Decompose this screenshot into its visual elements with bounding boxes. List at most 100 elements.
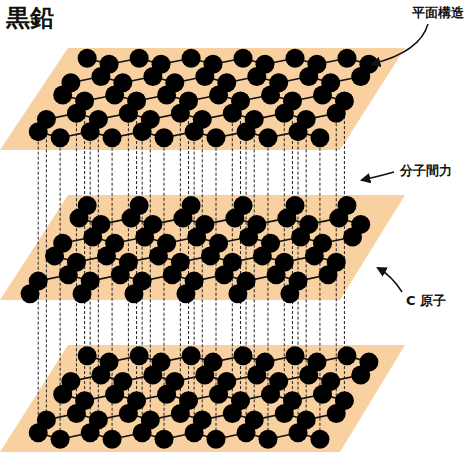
- carbon-atom: [51, 128, 70, 147]
- carbon-atom: [321, 372, 340, 391]
- carbon-atom: [337, 346, 356, 365]
- carbon-atom: [103, 128, 122, 147]
- carbon-atom: [258, 430, 277, 449]
- carbon-atom: [89, 410, 108, 429]
- carbon-atom: [165, 73, 184, 92]
- carbon-atom: [234, 346, 253, 365]
- carbon-atom: [135, 228, 154, 247]
- carbon-atom: [207, 430, 226, 449]
- carbon-atom: [45, 246, 64, 265]
- carbon-atom: [182, 346, 201, 365]
- carbon-atom: [207, 128, 226, 147]
- carbon-atom: [141, 110, 160, 129]
- carbon-atom: [173, 209, 192, 228]
- carbon-atom: [51, 430, 70, 449]
- carbon-atom: [152, 353, 171, 372]
- carbon-atom: [343, 228, 362, 247]
- carbon-atom: [155, 430, 174, 449]
- carbon-atom: [179, 391, 198, 410]
- carbon-atom: [127, 92, 146, 111]
- carbon-atom: [113, 372, 132, 391]
- carbon-atom: [277, 209, 296, 228]
- carbon-atom: [193, 410, 212, 429]
- leader-arrow: [372, 24, 428, 64]
- carbon-atom: [155, 128, 174, 147]
- carbon-atom: [310, 128, 329, 147]
- leader-arrow: [362, 172, 394, 180]
- callout-label: 分子間力: [398, 162, 454, 180]
- carbon-atom: [255, 55, 274, 74]
- carbon-atom: [130, 49, 149, 68]
- carbon-atom: [225, 209, 244, 228]
- carbon-atom: [283, 92, 302, 111]
- carbon-atom: [187, 228, 206, 247]
- carbon-atom: [100, 55, 119, 74]
- carbon-atom: [234, 49, 253, 68]
- carbon-atom: [217, 372, 236, 391]
- carbon-atom: [201, 246, 220, 265]
- carbon-atom: [75, 391, 94, 410]
- carbon-atom: [280, 284, 299, 303]
- carbon-atom: [329, 209, 348, 228]
- carbon-atom: [359, 353, 378, 372]
- carbon-atom: [121, 209, 140, 228]
- graphene-plane: [0, 48, 405, 150]
- carbon-atom: [163, 265, 182, 284]
- carbon-atom: [337, 49, 356, 68]
- carbon-atom: [37, 410, 56, 429]
- carbon-atom: [359, 55, 378, 74]
- carbon-atom: [310, 430, 329, 449]
- carbon-atom: [78, 346, 97, 365]
- carbon-atom: [113, 73, 132, 92]
- carbon-atom: [319, 265, 338, 284]
- carbon-atom: [286, 49, 305, 68]
- carbon-atom: [335, 92, 354, 111]
- carbon-atom: [239, 228, 258, 247]
- carbon-atom: [111, 265, 130, 284]
- carbon-atom: [193, 110, 212, 129]
- carbon-atom: [231, 92, 250, 111]
- carbon-atom: [283, 391, 302, 410]
- carbon-atom: [267, 265, 286, 284]
- carbon-atom: [305, 246, 324, 265]
- carbon-atom: [321, 73, 340, 92]
- carbon-atom: [297, 110, 316, 129]
- carbon-atom: [124, 284, 143, 303]
- carbon-atom: [182, 49, 201, 68]
- carbon-atom: [217, 73, 236, 92]
- carbon-atom: [204, 353, 223, 372]
- carbon-atom: [149, 246, 168, 265]
- carbon-atom: [21, 284, 40, 303]
- carbon-atom: [61, 372, 80, 391]
- carbon-atom: [215, 265, 234, 284]
- carbon-atom: [307, 55, 326, 74]
- carbon-atom: [37, 110, 56, 129]
- carbon-atom: [255, 353, 274, 372]
- carbon-atom: [253, 246, 272, 265]
- carbon-atom: [258, 128, 277, 147]
- carbon-atom: [179, 92, 198, 111]
- stacking-line: [46, 119, 47, 420]
- carbon-atom: [70, 209, 89, 228]
- carbon-atom: [269, 73, 288, 92]
- carbon-atom: [204, 55, 223, 74]
- carbon-atom: [335, 391, 354, 410]
- carbon-atom: [61, 73, 80, 92]
- carbon-atom: [176, 284, 195, 303]
- carbon-atom: [97, 246, 116, 265]
- callout-label: 平面構造: [410, 4, 466, 22]
- carbon-atom: [100, 353, 119, 372]
- carbon-atom: [291, 228, 310, 247]
- carbon-atom: [245, 110, 264, 129]
- carbon-atom: [165, 372, 184, 391]
- carbon-atom: [130, 346, 149, 365]
- carbon-atom: [297, 410, 316, 429]
- carbon-atom: [286, 346, 305, 365]
- carbon-atom: [83, 228, 102, 247]
- carbon-atom: [231, 391, 250, 410]
- carbon-atom: [307, 353, 326, 372]
- carbon-atom: [89, 110, 108, 129]
- carbon-atom: [59, 265, 78, 284]
- carbon-atom: [269, 372, 288, 391]
- carbon-atom: [103, 430, 122, 449]
